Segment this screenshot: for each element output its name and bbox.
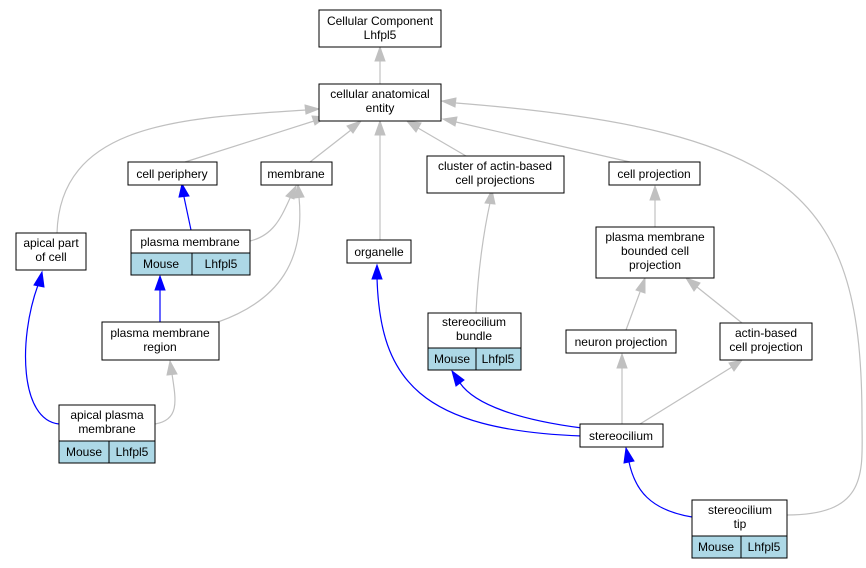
arrowhead	[293, 183, 305, 199]
arrowhead	[374, 119, 386, 136]
species-label: Mouse	[143, 257, 179, 271]
edge-projection-to-entity	[455, 121, 631, 163]
node-label: stereocilium	[442, 315, 506, 329]
edge-cluster-to-entity	[417, 127, 467, 157]
node-label: stereocilium	[589, 429, 653, 443]
gene-cell	[108, 440, 156, 464]
node-label: membrane	[78, 422, 136, 436]
edge-stereocilium-to-actin	[639, 366, 733, 425]
edge-actin-to-bounded	[696, 286, 743, 324]
node-label: cell periphery	[136, 167, 207, 181]
edge-region-to-membrane	[217, 196, 301, 323]
node-apical-part-of-cell[interactable]: apical part of cell	[15, 232, 87, 271]
node-label: bundle	[456, 329, 492, 343]
edge-apical-pm-to-region	[154, 373, 176, 425]
node-label: plasma membrane	[110, 326, 210, 340]
gene-label: Lhfpl5	[748, 540, 781, 554]
gene-label: Lhfpl5	[205, 257, 238, 271]
node-stereocilium-tip[interactable]: stereocilium tip Mouse Lhfpl5	[691, 499, 788, 559]
arrowhead	[635, 276, 646, 294]
gene-label: Lhfpl5	[482, 352, 515, 366]
node-plasma-membrane-region[interactable]: plasma membrane region	[101, 321, 220, 361]
edge-membrane-to-entity	[309, 129, 352, 163]
gene-cell	[740, 535, 788, 559]
edge-stereocilium-to-organelle	[376, 277, 583, 437]
node-label: cluster of actin-based	[438, 159, 552, 173]
node-label: actin-based	[735, 326, 797, 340]
node-label: bounded cell	[621, 244, 689, 258]
edge-apical-part-to-entity	[56, 109, 307, 234]
edge-pm-to-membrane	[249, 195, 292, 242]
node-label: plasma membrane	[605, 230, 705, 244]
gene-label: Lhfpl5	[116, 445, 149, 459]
edge-neuron-to-bounded	[625, 291, 641, 331]
arrowhead	[405, 120, 422, 133]
gene-cell	[191, 252, 251, 276]
species-label: Mouse	[434, 352, 470, 366]
species-label: Mouse	[698, 540, 734, 554]
edge-pm-to-periphery	[183, 196, 192, 231]
node-label: apical part	[23, 236, 79, 250]
node-plasma-membrane-bounded-cell-projection[interactable]: plasma membrane bounded cell projection	[595, 226, 715, 279]
node-cluster-of-actin-based-cell-projections[interactable]: cluster of actin-based cell projections	[426, 155, 565, 194]
edge-tip-to-stereocilium	[628, 461, 693, 518]
node-label: cellular anatomical	[330, 87, 429, 101]
node-cell-projection[interactable]: cell projection	[608, 161, 701, 186]
arrowhead	[178, 182, 190, 198]
node-membrane[interactable]: membrane	[260, 161, 333, 186]
node-label: entity	[366, 101, 395, 115]
gene-cell	[475, 347, 522, 371]
arrowhead	[374, 45, 386, 62]
node-label: apical plasma	[70, 408, 144, 422]
arrowhead	[451, 369, 465, 387]
node-label: cell projection	[729, 340, 802, 354]
node-neuron-projection[interactable]: neuron projection	[565, 329, 677, 354]
part-of-edges	[24, 182, 693, 518]
node-label: of cell	[35, 250, 66, 264]
node-label: cell projections	[455, 173, 534, 187]
node-label: tip	[734, 517, 747, 531]
edge-periphery-to-entity	[184, 120, 315, 163]
node-label: plasma membrane	[140, 235, 240, 249]
arrowhead	[440, 97, 457, 108]
node-label: stereocilium	[708, 503, 772, 517]
node-cellular-anatomical-entity[interactable]: cellular anatomical entity	[318, 83, 442, 122]
node-label: organelle	[354, 245, 404, 259]
edge-bundle-to-cluster	[475, 202, 491, 314]
node-cell-periphery[interactable]: cell periphery	[127, 161, 218, 186]
is-a-edges	[56, 45, 863, 516]
edge-tip-to-entity	[455, 102, 863, 516]
node-cellular-component[interactable]: Cellular Component Lhfpl5	[318, 9, 442, 48]
arrowhead	[441, 116, 458, 127]
node-label: membrane	[267, 167, 325, 181]
node-label: Lhfpl5	[364, 28, 397, 42]
node-stereocilium[interactable]: stereocilium	[579, 423, 664, 448]
node-label: projection	[629, 258, 681, 272]
node-apical-plasma-membrane[interactable]: apical plasma membrane Mouse Lhfpl5	[58, 404, 156, 464]
node-label: cell projection	[617, 167, 690, 181]
arrowhead	[371, 263, 383, 280]
arrowhead	[623, 446, 635, 464]
arrowhead	[684, 277, 701, 292]
species-label: Mouse	[66, 445, 102, 459]
arrowhead	[33, 270, 45, 288]
node-label: neuron projection	[575, 335, 668, 349]
arrowhead	[616, 352, 628, 369]
arrowhead	[166, 359, 178, 376]
arrowhead	[649, 184, 661, 201]
edge-stereocilium-to-bundle	[459, 382, 583, 429]
node-actin-based-cell-projection[interactable]: actin-based cell projection	[719, 322, 813, 361]
node-label: region	[143, 340, 176, 354]
arrowhead	[346, 120, 363, 134]
arrowhead	[304, 104, 321, 115]
arrowhead	[154, 274, 166, 291]
arrowhead	[285, 184, 297, 200]
node-label: Cellular Component	[327, 14, 434, 28]
node-plasma-membrane[interactable]: plasma membrane Mouse Lhfpl5	[130, 229, 251, 276]
edge-apical-pm-to-apical-part	[24, 284, 60, 425]
node-stereocilium-bundle[interactable]: stereocilium bundle Mouse Lhfpl5	[427, 312, 522, 371]
arrowhead	[728, 359, 744, 372]
node-organelle[interactable]: organelle	[346, 239, 412, 264]
